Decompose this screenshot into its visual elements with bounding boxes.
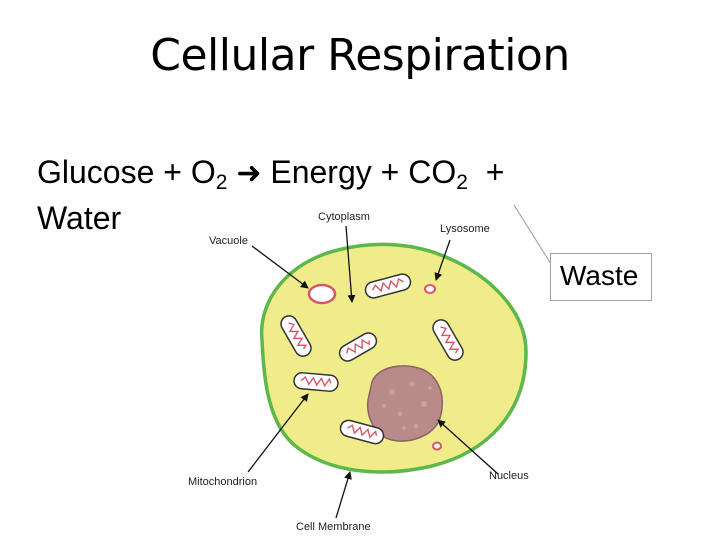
label-cell-membrane: Cell Membrane [296, 521, 371, 533]
leader-nucleus [437, 419, 499, 475]
leader-cell-membrane [335, 471, 352, 519]
nucleus-texture [382, 381, 432, 430]
equation-subscript-2: 2 [456, 171, 468, 194]
mitochondrion-5 [293, 372, 339, 392]
mitochondrion-3 [338, 332, 378, 362]
arrow-icon: ➜ [236, 157, 262, 190]
label-vacuole: Vacuole [209, 235, 248, 247]
equation-subscript-1: 2 [215, 171, 228, 194]
leader-lines [247, 225, 499, 519]
mitochondria [280, 273, 464, 445]
equation-energy: Energy + CO [270, 154, 457, 190]
label-cytoplasm: Cytoplasm [318, 211, 370, 223]
mitochondrion-2 [280, 315, 312, 357]
label-mitochondrion: Mitochondrion [188, 476, 257, 488]
lysosome-small [432, 441, 442, 451]
lysosome [424, 284, 436, 294]
mitochondrion-6 [339, 419, 385, 445]
leader-lysosome [434, 239, 451, 281]
label-lysosome: Lysosome [440, 223, 490, 235]
leader-vacuole [251, 245, 309, 289]
leader-mitochondrion [247, 393, 309, 473]
leader-cytoplasm [345, 225, 356, 303]
equation-water: Water [37, 200, 122, 236]
equation-glucose: Glucose + O [37, 154, 216, 190]
mitochondrion-1 [364, 273, 412, 299]
equation-plus: + [485, 154, 505, 190]
vacuole [307, 283, 337, 305]
equation-text: Glucose + O2 ➜ Energy + CO2 + Water [37, 150, 677, 240]
label-nucleus: Nucleus [489, 470, 529, 482]
callout-pointer [513, 204, 552, 265]
callout-waste: Waste [560, 260, 639, 291]
slide-title: Cellular Respiration [150, 30, 570, 81]
callout-box [550, 253, 652, 301]
mitochondrion-4 [432, 319, 464, 361]
